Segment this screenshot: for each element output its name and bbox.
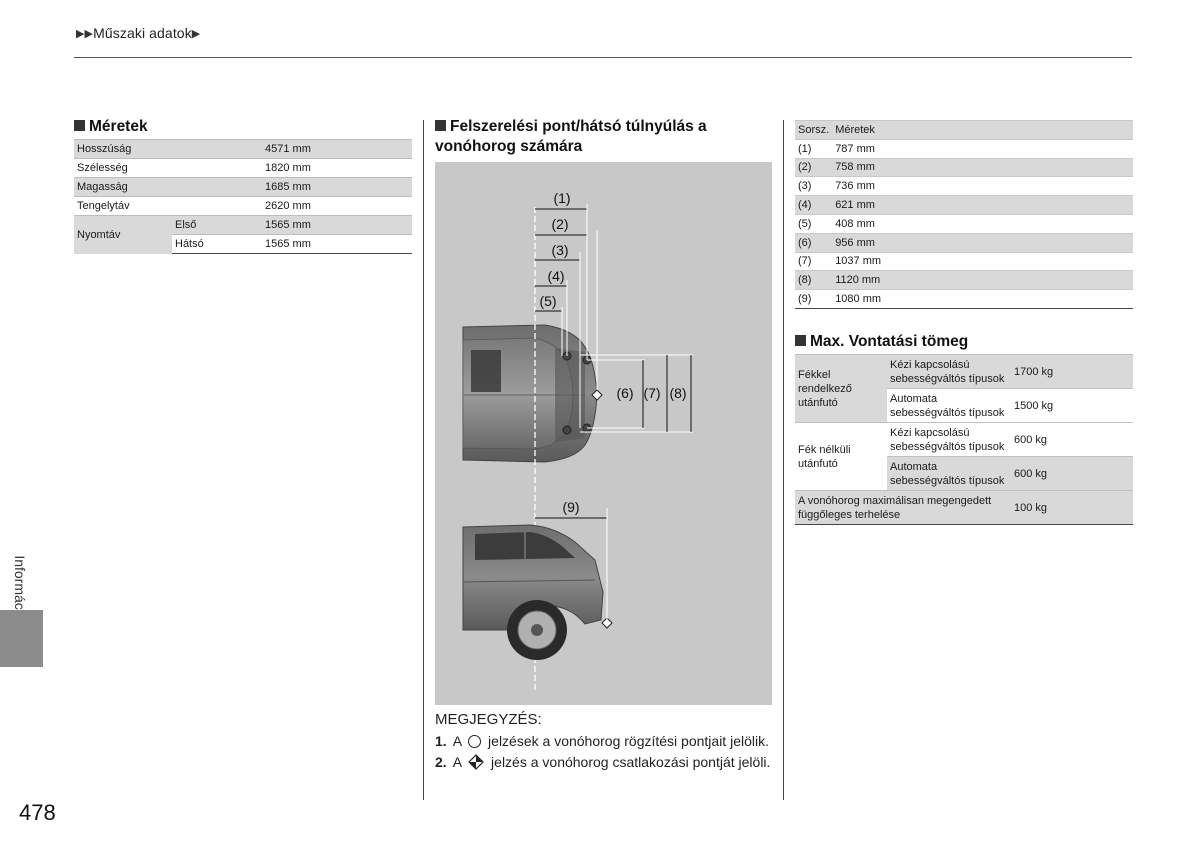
table-row: Automata sebességváltós típusok 1500 kg bbox=[795, 388, 1133, 423]
table-row: (7)1037 mm bbox=[795, 251, 1133, 271]
table-row: Fék nélküli utánfutó Kézi kapcsolású seb… bbox=[795, 422, 1133, 491]
table-row: (1)787 mm bbox=[795, 138, 1133, 159]
mounting-title: Felszerelési pont/hátsó túlnyúlás a vonó… bbox=[435, 118, 707, 155]
column-divider-2 bbox=[783, 120, 784, 800]
car-top-view bbox=[462, 324, 603, 463]
callout-3: (3) bbox=[551, 242, 568, 258]
circle-icon bbox=[468, 735, 482, 748]
square-bullet-icon bbox=[435, 120, 446, 131]
note-item-2: 2.A jelzés a vonóhorog csatlakozási pont… bbox=[435, 754, 770, 773]
table-row: Automata sebességváltós típusok 600 kg bbox=[795, 456, 1133, 491]
callout-9: (9) bbox=[562, 499, 579, 515]
car-side-view bbox=[462, 524, 613, 660]
callout-6: (6) bbox=[616, 385, 633, 401]
column-divider-1 bbox=[423, 120, 424, 800]
square-bullet-icon bbox=[795, 335, 806, 346]
table-row: Tengelytáv 2620 mm bbox=[74, 196, 412, 216]
callout-7: (7) bbox=[643, 385, 660, 401]
section-tab bbox=[0, 610, 43, 667]
table-row: Szélesség 1820 mm bbox=[74, 158, 412, 178]
table-row: (6)956 mm bbox=[795, 232, 1133, 253]
table-row: Hosszúság 4571 mm bbox=[74, 139, 412, 159]
towing-title: Max. Vontatási tömeg bbox=[795, 332, 968, 352]
breadcrumb: ▶▶Műszaki adatok▶ bbox=[76, 25, 200, 41]
table-row: A vonóhorog maximálisan megengedett függ… bbox=[795, 490, 1133, 525]
dimensions-table: Hosszúság 4571 mm Szélesség 1820 mm Maga… bbox=[74, 139, 412, 254]
callout-2: (2) bbox=[551, 216, 568, 232]
table-row: (2)758 mm bbox=[795, 157, 1133, 177]
towing-table: Fékkel rendelkező utánfutó Kézi kapcsolá… bbox=[795, 354, 1133, 525]
arrow-icon: ▶ bbox=[191, 28, 201, 40]
table-header-row: Sorsz. Méretek bbox=[795, 120, 1133, 140]
tow-hitch-diagram: (1) (2) (3) (4) (5) (6) (7) (8) bbox=[435, 162, 772, 705]
table-row: Magasság 1685 mm bbox=[74, 177, 412, 197]
table-row: Nyomtáv Első 1565 mm bbox=[74, 215, 412, 254]
overhang-table: Sorsz. Méretek (1)787 mm (2)758 mm (3)73… bbox=[795, 120, 1133, 309]
header-rule bbox=[74, 57, 1132, 58]
table-row: (8)1120 mm bbox=[795, 270, 1133, 290]
table-row: (5)408 mm bbox=[795, 213, 1133, 234]
callout-8: (8) bbox=[669, 385, 686, 401]
diamond-icon bbox=[468, 754, 485, 773]
callout-1: (1) bbox=[553, 190, 570, 206]
table-row: Hátsó 1565 mm bbox=[74, 234, 412, 254]
callout-5: (5) bbox=[539, 293, 556, 309]
note-item-1: 1.A jelzések a vonóhorog rögzítési pontj… bbox=[435, 733, 769, 749]
callout-4: (4) bbox=[547, 268, 564, 284]
note-title: MEGJEGYZÉS: bbox=[435, 711, 542, 728]
table-row: Fékkel rendelkező utánfutó Kézi kapcsolá… bbox=[795, 354, 1133, 423]
table-row: (3)736 mm bbox=[795, 176, 1133, 196]
dimensions-title: Méretek bbox=[74, 117, 148, 137]
table-row: (9)1080 mm bbox=[795, 289, 1133, 309]
table-row: (4)621 mm bbox=[795, 195, 1133, 215]
double-arrow-icon: ▶▶ bbox=[76, 28, 94, 40]
breadcrumb-label: Műszaki adatok bbox=[93, 25, 192, 41]
page-number: 478 bbox=[19, 800, 56, 825]
square-bullet-icon bbox=[74, 120, 85, 131]
